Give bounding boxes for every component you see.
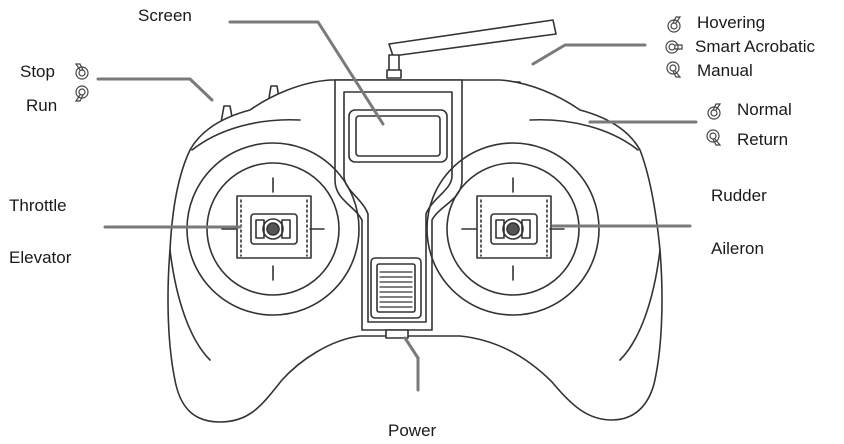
switch-up-icon xyxy=(707,103,722,120)
left-gimbal xyxy=(186,142,360,316)
right-gimbal xyxy=(426,142,600,316)
leader-screen xyxy=(228,20,385,126)
label-throttle: Throttle xyxy=(9,196,67,215)
leader-stop-run xyxy=(96,77,214,102)
label-rudder: Rudder xyxy=(711,186,767,205)
label-screen: Screen xyxy=(138,6,192,25)
label-aileron: Aileron xyxy=(711,239,764,258)
label-power: Power xyxy=(388,421,437,440)
power-switch xyxy=(370,257,422,339)
lcd-screen xyxy=(348,109,448,163)
switch-up-icon xyxy=(667,16,682,33)
label-hovering: Hovering xyxy=(697,13,766,32)
switch-mid-icon xyxy=(665,40,683,54)
label-manual: Manual xyxy=(697,61,753,80)
leader-power xyxy=(403,336,420,392)
switch-up-icon xyxy=(74,63,89,80)
label-return: Return xyxy=(737,130,789,149)
leader-flight-mode xyxy=(531,43,647,66)
switch-down-icon xyxy=(706,129,722,146)
switch-down-icon xyxy=(74,85,89,102)
label-stop: Stop xyxy=(20,62,55,81)
label-elevator: Elevator xyxy=(9,248,72,267)
antenna xyxy=(386,19,557,79)
label-smart-acrobatic: Smart Acrobatic xyxy=(695,37,815,56)
label-run: Run xyxy=(26,96,58,115)
switch-down-icon xyxy=(666,61,682,78)
label-normal: Normal xyxy=(737,100,792,119)
